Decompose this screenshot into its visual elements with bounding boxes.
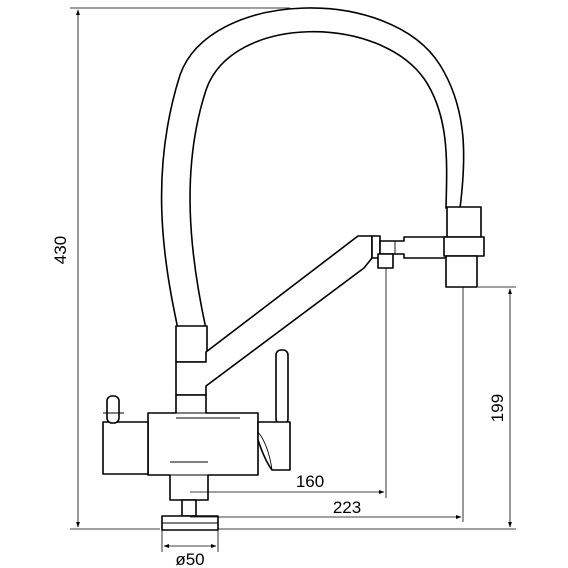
- spray-head-band: [443, 236, 485, 257]
- left-handle-cylinder: [102, 421, 149, 475]
- dimension-label-diameter: ø50: [175, 550, 204, 568]
- mount-fitting: [181, 499, 197, 517]
- dimension-label-160: 160: [296, 472, 324, 491]
- hose-collar: [175, 325, 208, 363]
- dimension-height-outlet: 199: [218, 286, 516, 530]
- flexible-hose-outer: [160, 7, 465, 330]
- left-lever: [106, 395, 120, 424]
- dimension-label-223: 223: [333, 498, 361, 517]
- dimension-reach-inner: 160: [190, 268, 387, 498]
- flexible-hose-inner: [189, 30, 448, 330]
- spout-outlet: [377, 253, 394, 269]
- dimension-label-199: 199: [488, 394, 507, 422]
- right-handle-cylinder: [257, 421, 291, 471]
- dimension-height-total: 430: [51, 7, 290, 530]
- faucet-body: [147, 394, 259, 501]
- faucet: [102, 7, 485, 531]
- dimension-base-diameter: ø50: [161, 530, 219, 568]
- spray-head-nozzle: [445, 255, 478, 288]
- spray-head-sleeve: [446, 206, 482, 238]
- spout-arm: [175, 235, 373, 396]
- right-lever: [275, 349, 289, 425]
- dimension-reach-outer: 223: [190, 287, 464, 522]
- dimension-label-430: 430: [51, 236, 70, 264]
